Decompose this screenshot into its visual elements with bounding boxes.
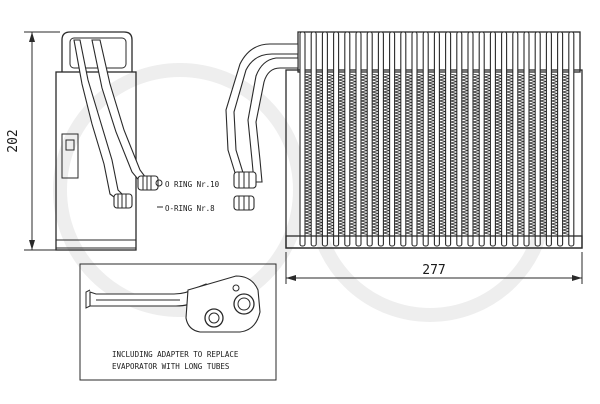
evaporator-fins (299, 31, 575, 247)
height-dimension: 202 (6, 31, 60, 251)
evaporator-fin (338, 73, 345, 235)
adapter-port-2 (233, 293, 255, 315)
evaporator-fin (383, 73, 390, 235)
evaporator-tube (545, 31, 552, 247)
evaporator-tube (355, 31, 362, 247)
evaporator-tube (478, 31, 485, 247)
bottom-tank (285, 235, 583, 249)
evaporator-tube (400, 31, 407, 247)
evaporator-tube (534, 31, 541, 247)
evaporator-fin (450, 73, 457, 235)
evaporator-fin (528, 73, 536, 235)
inset-caption-line1: INCLUDING ADAPTER TO REPLACE (112, 350, 239, 359)
evaporator-tube (422, 31, 429, 247)
evaporator-tube (333, 31, 340, 247)
evaporator-fin (472, 73, 480, 235)
evaporator-tube (568, 31, 575, 247)
side-fitting-upper (137, 175, 159, 191)
height-dimension-label: 202 (6, 129, 21, 152)
width-dimension: 277 (285, 252, 583, 284)
evaporator-tube (467, 31, 474, 247)
evaporator-fin (484, 73, 491, 235)
evaporator-fin (506, 73, 513, 235)
evaporator-fin (439, 73, 446, 235)
oring-small-label: O-RING Nr.8 (165, 204, 215, 213)
evaporator-fin (360, 73, 368, 235)
evaporator-tube (310, 31, 317, 247)
evaporator-tube (523, 31, 530, 247)
evaporator-fin (540, 73, 547, 235)
evaporator-fin (428, 73, 435, 235)
adapter-block (185, 275, 261, 333)
mounting-bracket (61, 133, 79, 179)
side-view (55, 31, 159, 251)
oring-large-label: O RING Nr.10 (165, 180, 220, 189)
evaporator-tube (377, 31, 384, 247)
adapter-port-1 (204, 308, 224, 328)
oring-callouts: O RING Nr.10 O-RING Nr.8 (155, 179, 220, 213)
evaporator-tube (389, 31, 396, 247)
evaporator-tube (299, 31, 306, 247)
evaporator-fin (495, 73, 502, 235)
inset-caption-line2: EVAPORATOR WITH LONG TUBES (112, 362, 230, 371)
evaporator-fin (372, 73, 379, 235)
evaporator-tube (411, 31, 418, 247)
evaporator-fin (551, 73, 558, 235)
evaporator-tube (501, 31, 508, 247)
evaporator-fin (517, 73, 525, 235)
evaporator-fin (316, 73, 323, 235)
evaporator-tube (557, 31, 564, 247)
evaporator-tube (512, 31, 519, 247)
evaporator-tube (321, 31, 328, 247)
side-fitting-lower (113, 193, 133, 209)
front-view (225, 31, 583, 249)
evaporator-fin (394, 73, 401, 235)
front-pipe-2 (247, 57, 299, 183)
evaporator-fin (562, 73, 569, 235)
evaporator-fin (405, 73, 413, 235)
oring-large-marker (155, 179, 163, 187)
evaporator-tube (456, 31, 463, 247)
evaporator-tube (433, 31, 440, 247)
evaporator-fin (349, 73, 357, 235)
evaporator-tube (489, 31, 496, 247)
evaporator-tube (445, 31, 452, 247)
side-view-header (61, 31, 133, 72)
evaporator-fin (327, 73, 334, 235)
side-tube-2 (91, 39, 158, 185)
evaporator-fin (416, 73, 424, 235)
inset-frame (79, 263, 277, 381)
width-dimension-label: 277 (422, 263, 445, 278)
evaporator-fin (461, 73, 469, 235)
front-fitting-1 (233, 171, 257, 189)
evaporator-fin (304, 73, 312, 235)
evaporator-tube (344, 31, 351, 247)
adapter-inset: INCLUDING ADAPTER TO REPLACE EVAPORATOR … (79, 263, 277, 381)
evaporator-tube (366, 31, 373, 247)
